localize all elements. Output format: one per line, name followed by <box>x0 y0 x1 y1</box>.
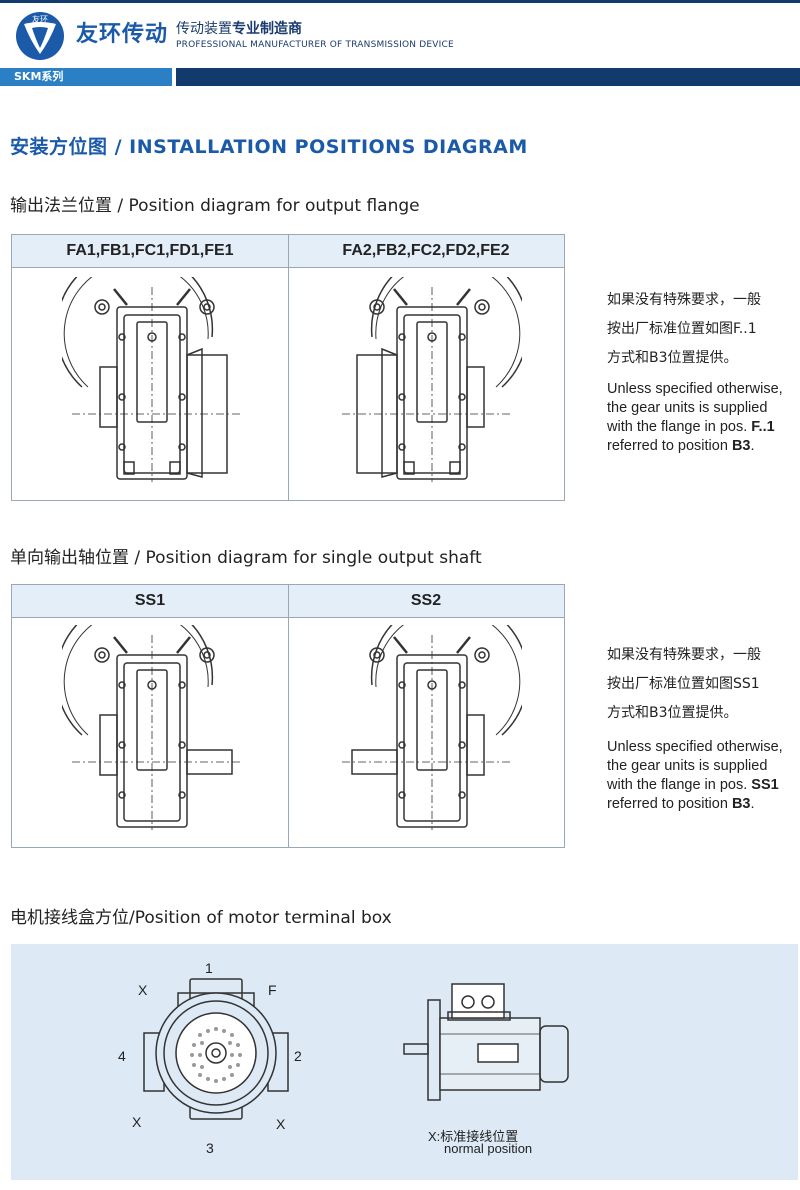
flange-table-divider <box>288 235 289 500</box>
fan-grille-icon <box>190 1027 242 1083</box>
flange-note-en-text: with the flange in pos. <box>607 419 752 435</box>
shaft-note-en-line: Unless specified otherwise, <box>607 739 783 755</box>
flange-note-cn-line: 按出厂标准位置如图F..1 <box>607 321 757 337</box>
flange-note-en-line: Unless specified otherwise, <box>607 381 783 397</box>
terminal-section-title: 电机接线盒方位/Position of motor terminal box <box>10 908 392 928</box>
shaft-table-divider <box>288 585 289 847</box>
x-label-bottom-left: X <box>132 1114 142 1130</box>
x-label-bottom-right: X <box>276 1116 286 1132</box>
gearbox-flange-right-drawing <box>62 277 242 482</box>
terminal-note-en: normal position <box>444 1141 533 1156</box>
shaft-col2-header: SS2 <box>410 592 442 609</box>
series-label: SKM系列 <box>14 70 64 83</box>
shaft-note-cn-line: 方式和B3位置提供。 <box>607 705 738 721</box>
tagline-cn-bold: 专业制造商 <box>232 21 302 37</box>
shaft-table: SS1 SS2 <box>11 584 565 848</box>
flange-note-en-text: referred to position <box>607 438 732 454</box>
shaft-note-en-text: with the flange in pos. <box>607 777 752 793</box>
flange-note-en-line: the gear units is supplied <box>607 400 768 416</box>
shaft-col1-header: SS1 <box>134 592 166 609</box>
series-bar-right <box>176 68 800 86</box>
position-label-4: 4 <box>118 1048 126 1064</box>
flange-table: FA1,FB1,FC1,FD1,FE1 FA2,FB2,FC2,FD2,FE2 <box>11 234 565 501</box>
tagline-cn: 传动装置专业制造商 <box>176 18 302 38</box>
logo-text: 友环 <box>32 14 48 24</box>
page-title: 安装方位图 / INSTALLATION POSITIONS DIAGRAM <box>10 136 528 158</box>
position-label-3: 3 <box>206 1140 214 1156</box>
brand-name: 友环传动 <box>76 22 169 47</box>
shaft-note-cn-line: 如果没有特殊要求，一般 <box>607 647 761 663</box>
shaft-section-title: 单向输出轴位置 / Position diagram for single ou… <box>10 548 482 568</box>
gearbox-shaft-right-drawing <box>62 625 242 830</box>
shaft-note-en-line: the gear units is supplied <box>607 758 768 774</box>
company-logo-icon: 友环 <box>16 12 64 60</box>
tagline-cn-prefix: 传动装置 <box>176 21 232 37</box>
gearbox-flange-left-drawing <box>342 277 522 482</box>
shaft-note-cn: 如果没有特殊要求，一般 按出厂标准位置如图SS1 方式和B3位置提供。 <box>607 641 797 728</box>
flange-col2-header: FA2,FB2,FC2,FD2,FE2 <box>342 242 510 259</box>
flange-col1-header: FA1,FB1,FC1,FD1,FE1 <box>66 242 234 259</box>
flange-note-cn-line: 如果没有特殊要求，一般 <box>607 292 761 308</box>
f-label: F <box>268 982 277 998</box>
flange-note-en-period: . <box>750 438 755 454</box>
terminal-note-cn: X:标准接线位置 <box>428 1129 519 1144</box>
shaft-note-en: Unless specified otherwise, the gear uni… <box>607 738 799 814</box>
shaft-note-en-line: referred to position B3. <box>607 795 799 814</box>
tagline-en: PROFESSIONAL MANUFACTURER OF TRANSMISSIO… <box>176 40 454 50</box>
flange-note-en-b3: B3 <box>731 438 751 454</box>
shaft-note-cn-line: 按出厂标准位置如图SS1 <box>607 676 760 692</box>
shaft-note-en-period: . <box>750 796 755 812</box>
shaft-note-en-text: referred to position <box>607 796 732 812</box>
shaft-note-en-pos: SS1 <box>751 777 779 793</box>
header-top-rule <box>0 0 800 3</box>
flange-note-cn: 如果没有特殊要求，一般 按出厂标准位置如图F..1 方式和B3位置提供。 <box>607 286 797 373</box>
terminal-panel <box>11 944 798 1180</box>
shaft-note-en-b3: B3 <box>731 796 751 812</box>
position-label-1: 1 <box>205 960 213 976</box>
flange-note-en-line: with the flange in pos. F..1 <box>607 418 799 437</box>
flange-note-en-line: referred to position B3. <box>607 437 799 456</box>
position-label-2: 2 <box>294 1048 302 1064</box>
flange-section-title: 输出法兰位置 / Position diagram for output fla… <box>10 196 420 216</box>
series-bar-left <box>0 68 172 86</box>
x-label-top-left: X <box>138 982 148 998</box>
gearbox-shaft-left-drawing <box>342 625 522 830</box>
flange-note-cn-line: 方式和B3位置提供。 <box>607 350 738 366</box>
motor-side-view-drawing <box>403 983 569 1101</box>
shaft-note-en-line: with the flange in pos. SS1 <box>607 776 799 795</box>
motor-front-view-drawing <box>143 978 289 1120</box>
flange-note-en: Unless specified otherwise, the gear uni… <box>607 380 799 456</box>
flange-note-en-pos: F..1 <box>751 419 775 435</box>
